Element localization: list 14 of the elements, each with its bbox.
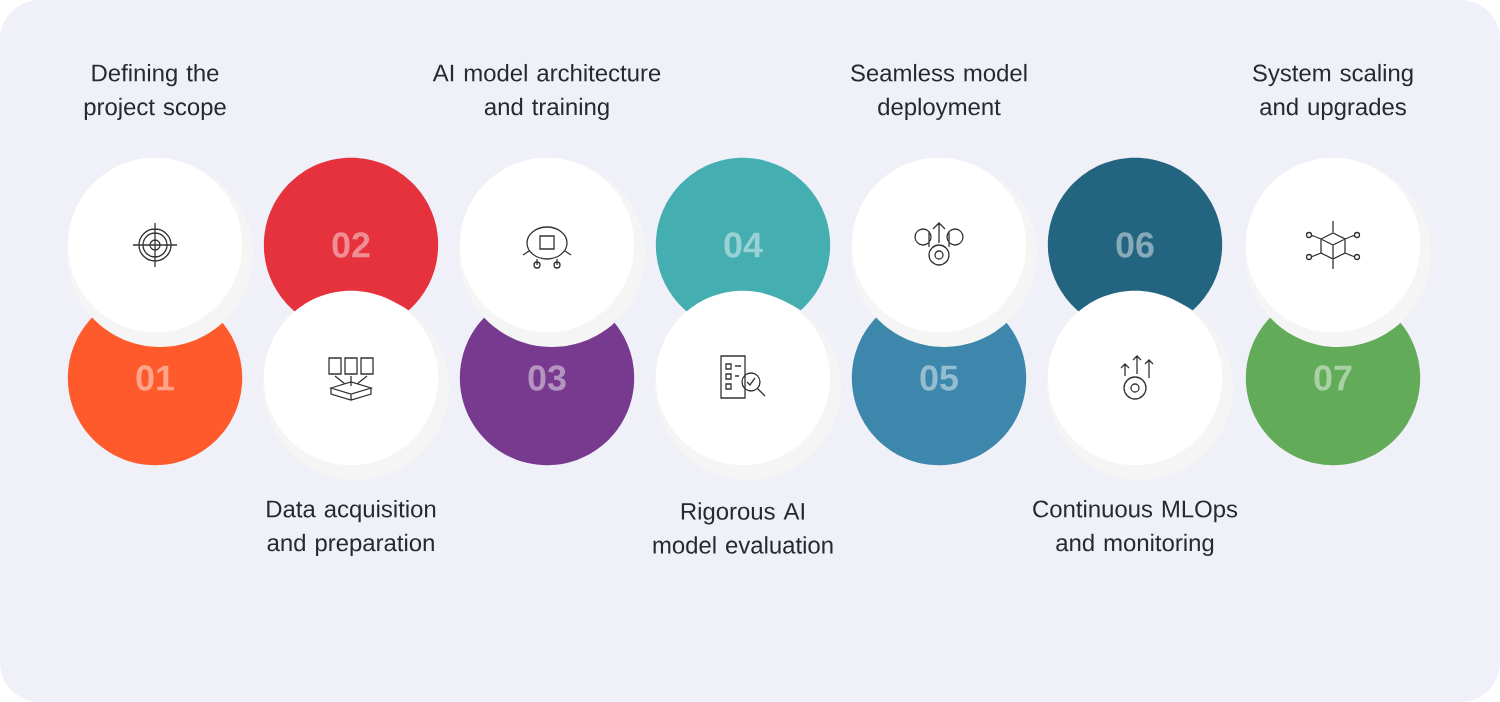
- step-title: System scaling and upgrades: [1253, 63, 1413, 121]
- step-title: AI model architecture and training: [432, 63, 661, 121]
- icon-circle: [263, 290, 449, 480]
- step-title: Data acquisition and preparation: [267, 499, 436, 557]
- icon-circle: [1047, 290, 1233, 480]
- step-title: Continuous MLOps and monitoring: [1033, 499, 1238, 557]
- icon-circle: [459, 157, 645, 347]
- icon-circle: [655, 290, 841, 480]
- icon-circle: [851, 157, 1037, 347]
- step-title: Rigorous AI model evaluation: [653, 502, 833, 554]
- icon-circle: [67, 157, 253, 347]
- step-title: Defining the project scope: [84, 63, 226, 121]
- step-title: Seamless model deployment: [851, 63, 1027, 121]
- icon-circle: [1245, 157, 1431, 347]
